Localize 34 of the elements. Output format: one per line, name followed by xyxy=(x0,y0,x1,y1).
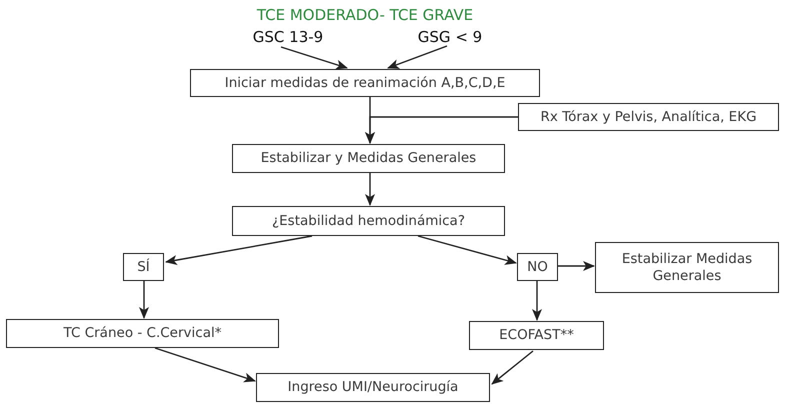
box-label: ECOFAST** xyxy=(499,327,574,344)
arrow xyxy=(558,261,595,271)
process-box xyxy=(256,373,490,402)
arrow xyxy=(491,350,534,385)
box-label: Iniciar medidas de reanimación A,B,C,D,E xyxy=(224,74,506,92)
process-box xyxy=(232,144,505,173)
box-label: NO xyxy=(527,258,548,276)
process-box xyxy=(6,319,279,348)
arrow xyxy=(532,281,542,321)
box-label: SÍ xyxy=(137,258,150,276)
process-box xyxy=(517,253,558,281)
arrow xyxy=(139,281,149,319)
criterion-text: GSG < 9 xyxy=(400,28,500,46)
criterion-text: GSC 13-9 xyxy=(238,28,338,46)
arrow xyxy=(365,116,518,144)
arrow xyxy=(154,347,256,382)
arrow xyxy=(418,235,517,265)
diagram-title: TCE MODERADO- TCE GRAVE xyxy=(256,6,474,24)
process-box xyxy=(123,253,164,281)
arrow xyxy=(365,173,375,206)
arrow xyxy=(280,46,348,70)
arrow xyxy=(165,235,312,265)
process-box xyxy=(518,103,779,131)
box-label: Ingreso UMI/Neurocirugía xyxy=(288,379,458,396)
box-label: Estabilizar Medidas Generales xyxy=(620,251,754,284)
process-box xyxy=(190,69,540,97)
process-box xyxy=(232,206,505,236)
arrow xyxy=(387,45,448,69)
box-label: TC Cráneo - C.Cervical* xyxy=(64,325,222,342)
box-label: Estabilizar y Medidas Generales xyxy=(260,150,476,167)
box-label: ¿Estabilidad hemodinámica? xyxy=(272,212,465,230)
box-label: Rx Tórax y Pelvis, Analítica, EKG xyxy=(540,108,757,126)
process-box xyxy=(469,321,604,350)
process-box xyxy=(595,242,779,293)
